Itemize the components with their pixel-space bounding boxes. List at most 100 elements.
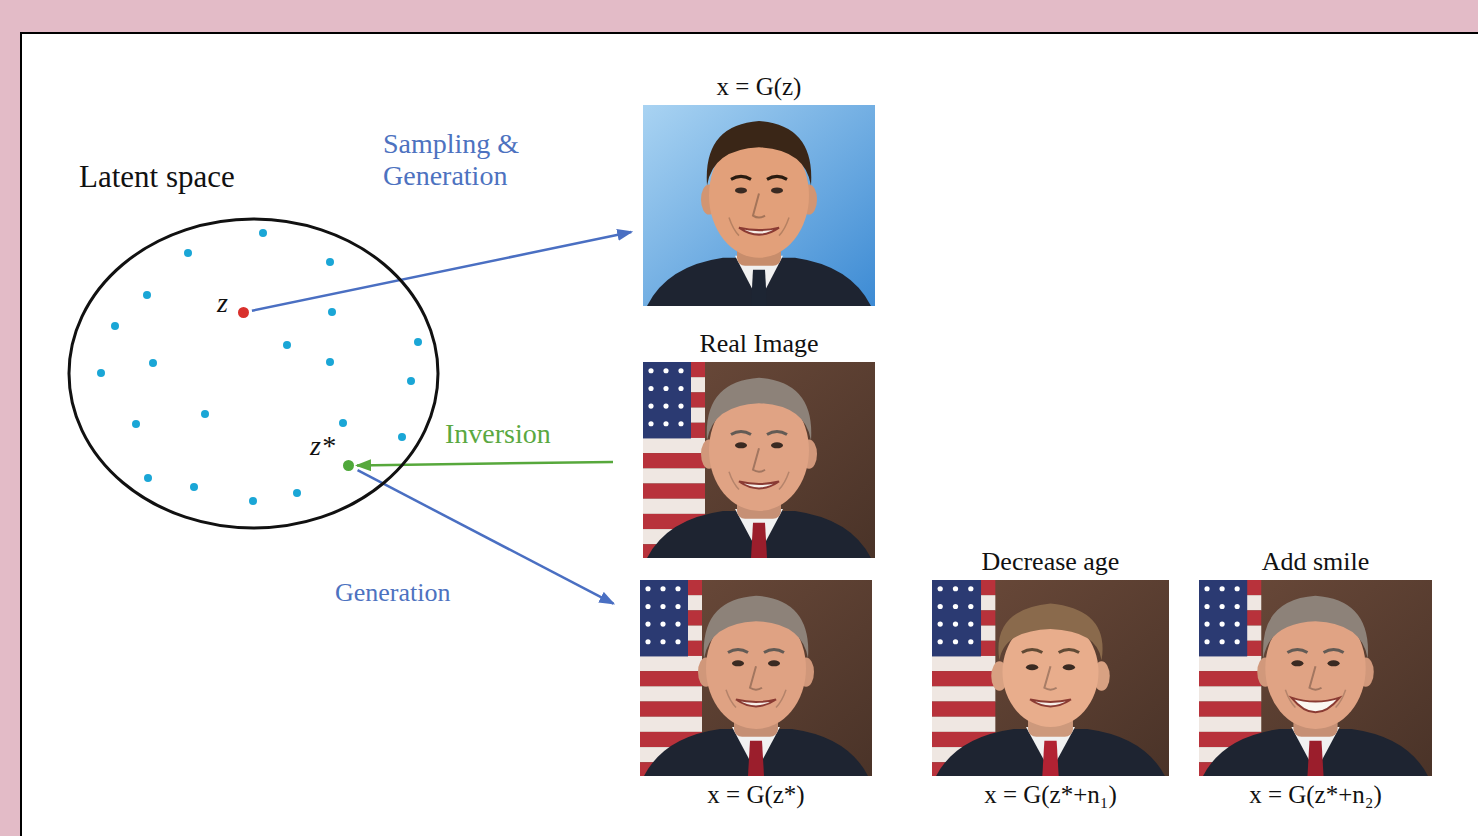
eyebrow-line (764, 650, 784, 653)
flag-stripe (1199, 717, 1261, 732)
flag-stripe (932, 686, 995, 701)
face-wrinkle (779, 472, 789, 490)
latent-sample-dot (283, 341, 291, 349)
latent-sample-dot (293, 489, 301, 497)
eyebrow-line (731, 176, 751, 179)
flag-star (968, 604, 973, 609)
eye-shape (771, 442, 783, 448)
flag-star (1235, 622, 1240, 627)
image-heading: Add smile (1199, 547, 1432, 577)
latent-sample-dot (249, 497, 257, 505)
flag-stripe (643, 453, 705, 468)
image-heading: Decrease age (932, 547, 1169, 577)
latent-space-ellipse: Latent spacezz* (67, 217, 440, 530)
eye-shape (735, 187, 747, 193)
latent-space-boundary (69, 219, 438, 528)
photo-background (932, 580, 1169, 776)
hair-shape (704, 596, 809, 659)
eyebrow-line (767, 432, 787, 435)
flag-star (663, 368, 668, 373)
tie-shape (1307, 741, 1323, 776)
edge-label: Inversion (443, 418, 553, 450)
latent-sample-dot (184, 249, 192, 257)
photo-background (643, 105, 875, 306)
point-label: z* (310, 430, 335, 462)
flag-star (938, 622, 943, 627)
eye-shape (1291, 660, 1303, 666)
flag-star (968, 639, 973, 644)
eye-shape (1026, 664, 1038, 670)
photo-background (1199, 580, 1432, 776)
tie-shape (751, 270, 767, 306)
flag-star (678, 368, 683, 373)
mouth-shape (739, 482, 779, 489)
formula-caption: x = G(z*+n₁) (932, 781, 1169, 810)
flag-star (1219, 639, 1224, 644)
mouth-shape (736, 700, 776, 707)
face-wrinkle (1336, 690, 1346, 708)
eye-shape (771, 187, 783, 193)
flag-stripe (640, 717, 702, 732)
latent-sample-dot (326, 358, 334, 366)
latent-sample-dot (144, 474, 152, 482)
eyebrow-line (731, 432, 751, 435)
flag-stripe (640, 686, 702, 701)
latent-sample-dot (259, 229, 267, 237)
photo-background (640, 580, 872, 776)
flag-star (938, 639, 943, 644)
latent-sample-dot (326, 258, 334, 266)
flag-star (1235, 586, 1240, 591)
face-wrinkle (779, 218, 789, 236)
latent-sample-dot (143, 291, 151, 299)
latent-sample-dot (111, 322, 119, 330)
flag-stripe (1199, 702, 1261, 717)
latent-sample-dot (201, 410, 209, 418)
nose-line (1044, 666, 1056, 690)
latent-sample-dot (328, 308, 336, 316)
latent-sample-dot (339, 419, 347, 427)
face-picture (643, 105, 875, 306)
tie-shape (751, 523, 767, 558)
flag-star (645, 622, 650, 627)
latent-sample-dot (190, 483, 198, 491)
flag-star (938, 604, 943, 609)
face-picture (643, 362, 875, 558)
flag-star (938, 586, 943, 591)
flag-star (1204, 586, 1209, 591)
latent-sample-dot (398, 433, 406, 441)
flag-star (953, 586, 958, 591)
flag-star (675, 586, 680, 591)
flag-star (675, 639, 680, 644)
eyebrow-line (1287, 650, 1307, 653)
flag-star (1204, 622, 1209, 627)
flag-star (645, 586, 650, 591)
arrow-connector (357, 462, 613, 465)
flag-canton (643, 362, 691, 438)
tie-shape (748, 741, 764, 776)
arrow-connector (252, 232, 631, 311)
hair-shape (998, 604, 1102, 661)
face-picture (932, 580, 1169, 776)
flag-star (648, 404, 653, 409)
eyebrow-line (728, 650, 748, 653)
flag-star (1235, 639, 1240, 644)
flag-stripe (932, 656, 995, 671)
nose-line (753, 193, 765, 217)
flag-star (1219, 586, 1224, 591)
flag-star (1219, 622, 1224, 627)
face-wrinkle (726, 690, 736, 708)
flag-star (968, 586, 973, 591)
flag-star (1204, 639, 1209, 644)
flag-star (678, 404, 683, 409)
flag-stripe (932, 671, 995, 686)
flag-stripe (1199, 656, 1261, 671)
latent-sample-dot (132, 420, 140, 428)
flag-stripe (640, 702, 702, 717)
eyebrow-line (1059, 650, 1079, 653)
hair-shape (707, 121, 812, 185)
flag-stripe (640, 656, 702, 671)
edge-label: Sampling & Generation (381, 128, 590, 192)
nose-line (753, 448, 765, 472)
flag-star (968, 622, 973, 627)
flag-star (678, 421, 683, 426)
